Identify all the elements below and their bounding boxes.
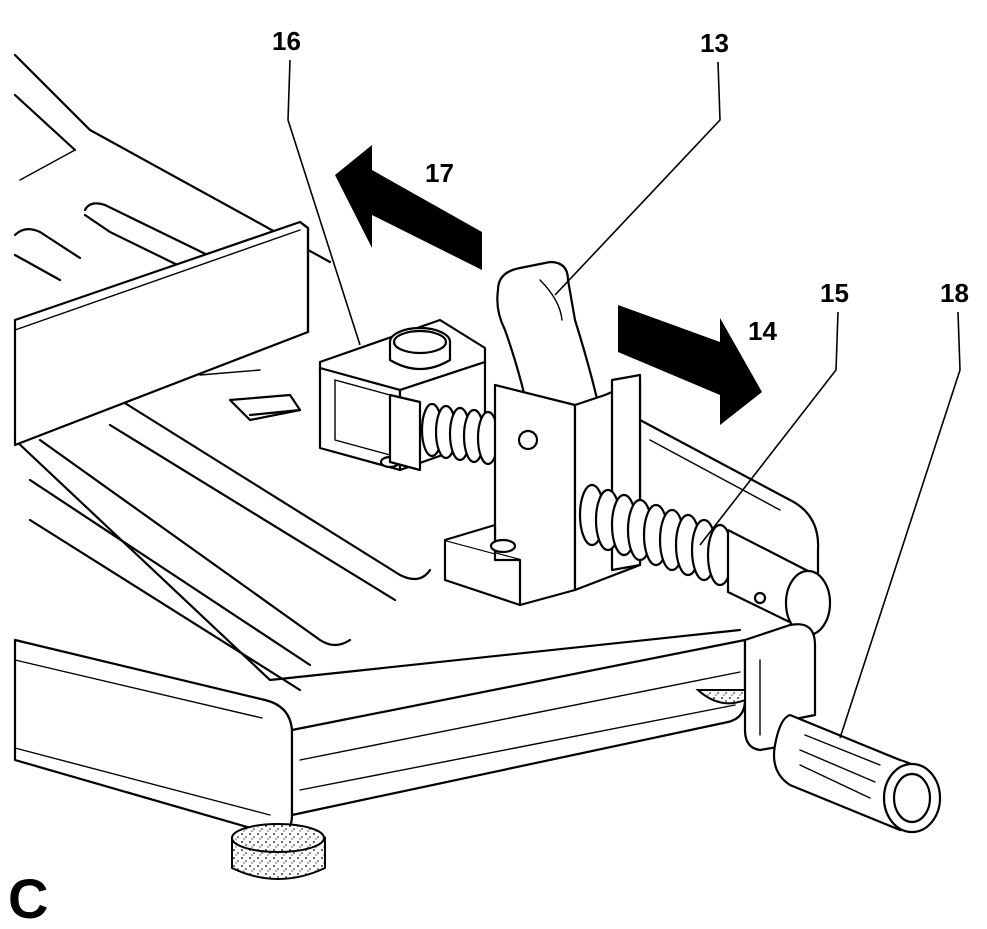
callout-13: 13 (700, 28, 729, 58)
arrow-14-icon (618, 305, 762, 425)
base-slots (13, 202, 432, 692)
rubber-feet (231, 689, 746, 880)
shaft-end (726, 528, 832, 637)
leader-lines (287, 59, 961, 739)
outer-spring (578, 483, 734, 587)
workpiece-board (13, 220, 310, 447)
callout-18: 18 (940, 278, 969, 308)
base-plate (13, 53, 820, 837)
callout-16: 16 (272, 26, 301, 56)
callout-14: 14 (748, 316, 777, 346)
arrow-17-icon (335, 145, 482, 270)
figure-letter: C (8, 867, 48, 929)
crank-handle (743, 623, 942, 834)
callout-15: 15 (820, 278, 849, 308)
inner-spring (420, 402, 500, 466)
callout-17: 17 (425, 158, 454, 188)
